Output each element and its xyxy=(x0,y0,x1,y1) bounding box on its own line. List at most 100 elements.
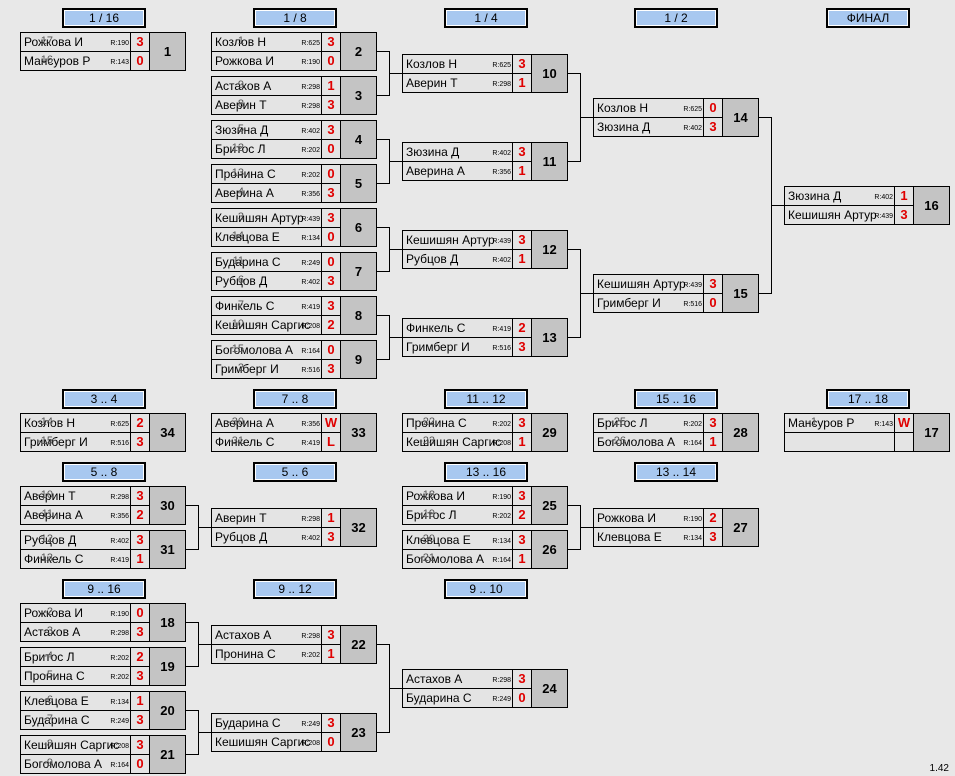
player-rating: R:516 xyxy=(683,301,702,308)
player-rating: R:298 xyxy=(301,103,320,110)
bracket-connector xyxy=(377,359,389,360)
player-rating: R:402 xyxy=(874,194,893,201)
player-score: 1 xyxy=(512,250,531,268)
player-score: 3 xyxy=(512,143,531,161)
player-name: Кешишян Артур xyxy=(788,208,877,222)
seed-number: 6 xyxy=(237,274,244,286)
bracket-connector xyxy=(377,183,389,184)
bracket-connector xyxy=(568,161,580,162)
player-score: 3 xyxy=(130,433,149,451)
player-row[interactable] xyxy=(784,432,914,452)
